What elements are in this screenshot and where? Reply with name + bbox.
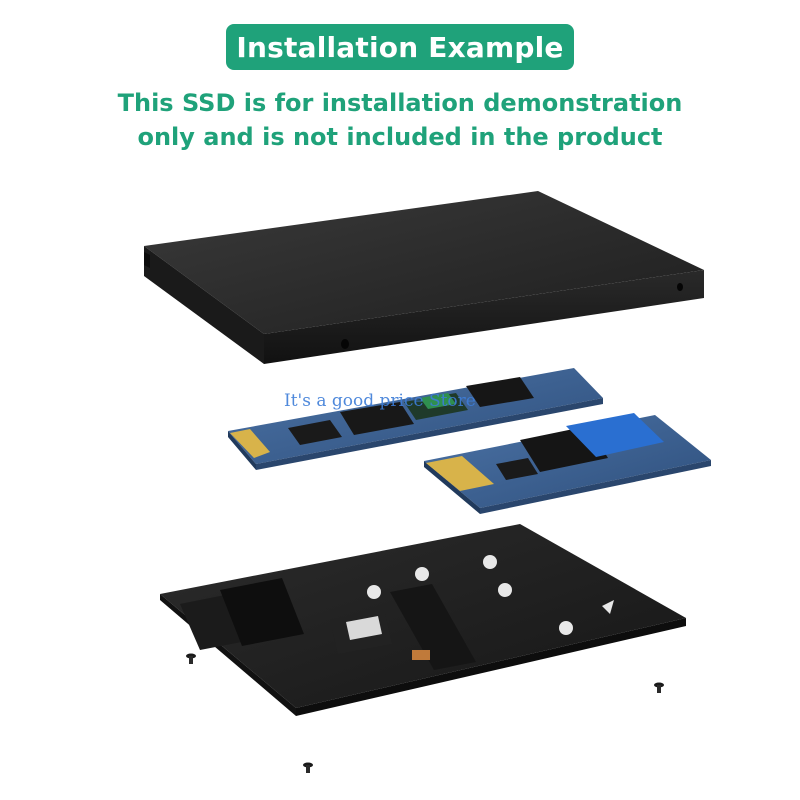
title-badge: Installation Example	[226, 24, 574, 70]
m2-ssd-card-short	[424, 413, 711, 514]
screw-icon	[186, 653, 196, 664]
mount-hole-icon	[559, 621, 573, 635]
gold-contacts	[426, 456, 494, 491]
ssd-enclosure-case	[144, 191, 704, 364]
adapter-board	[160, 524, 686, 716]
m2-ssd-card-long	[228, 368, 603, 470]
screw-hole-icon	[341, 339, 349, 349]
msata-slot	[390, 584, 476, 670]
subtitle: This SSD is for installation demonstrati…	[60, 86, 740, 154]
mount-hole-icon	[367, 585, 381, 599]
mount-hole-icon	[483, 555, 497, 569]
subtitle-line-2: only and is not included in the product	[137, 123, 663, 151]
store-watermark: It's a good price Store	[284, 391, 476, 411]
mount-hole-icon	[498, 583, 512, 597]
screws	[186, 653, 664, 773]
screw-hole-icon	[677, 283, 683, 291]
screw-icon	[654, 682, 664, 693]
screw-icon	[303, 762, 313, 773]
subtitle-line-1: This SSD is for installation demonstrati…	[117, 89, 683, 117]
mount-hole-icon	[415, 567, 429, 581]
gold-contacts	[230, 429, 270, 458]
page-title: Installation Example	[236, 30, 564, 64]
